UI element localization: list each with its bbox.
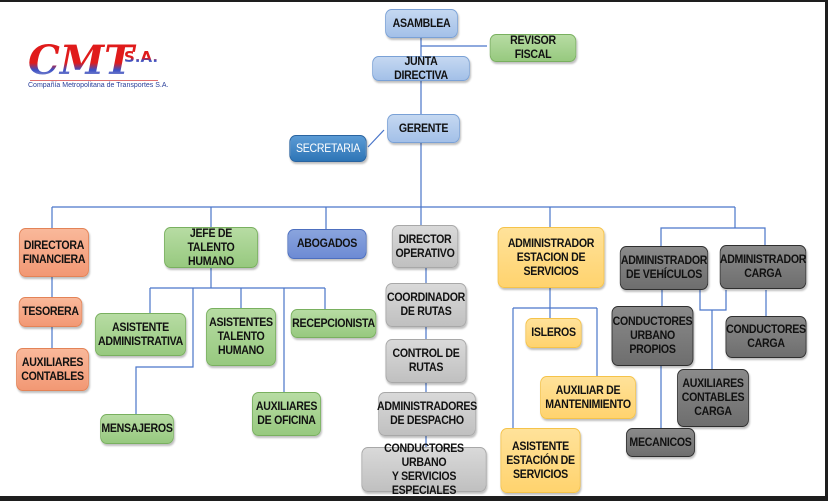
node-secretaria[interactable]: SECRETARIA [289,135,367,162]
frame-right-border [825,0,828,501]
logo-underline [30,80,158,81]
node-isleros[interactable]: ISLEROS [525,318,582,348]
frame-bottom-border [0,496,828,501]
node-auxiliares-oficina[interactable]: AUXILIARES DE OFICINA [252,392,321,436]
node-mensajeros[interactable]: MENSAJEROS [100,414,174,444]
node-directora-financiera[interactable]: DIRECTORA FINANCIERA [19,228,89,277]
node-jefe-talento-humano[interactable]: JEFE DE TALENTO HUMANO [164,227,258,268]
node-control-rutas[interactable]: CONTROL DE RUTAS [385,339,467,383]
node-conductores-urbano-especiales[interactable]: CONDUCTORES URBANO Y SERVICIOS ESPECIALE… [361,443,487,497]
node-asistente-administrativa[interactable]: ASISTENTE ADMINISTRATIVA [94,313,187,356]
node-administrador-estacion[interactable]: ADMINISTRADOR ESTACION DE SERVICIOS [497,227,605,288]
node-mecanicos[interactable]: MECANICOS [626,428,695,457]
node-asistentes-talento-humano[interactable]: ASISTENTES TALENTO HUMANO [206,308,276,366]
node-auxiliares-contables-carga[interactable]: AUXILIARES CONTABLES CARGA [677,369,749,427]
connector-vehiculos-carga [660,227,766,246]
node-conductores-carga[interactable]: CONDUCTORES CARGA [725,316,807,358]
node-auxiliares-contables[interactable]: AUXILIARES CONTABLES [16,348,89,391]
node-director-operativo[interactable]: DIRECTOR OPERATIVO [391,225,459,268]
node-abogados[interactable]: ABOGADOS [287,229,367,259]
logo-suffix: S.A. [124,48,158,66]
connector-vehiculos-carga-join [699,290,727,311]
node-administrador-vehiculos[interactable]: ADMINISTRADOR DE VEHÍCULOS [619,246,709,290]
node-administrador-carga[interactable]: ADMINISTRADOR CARGA [719,245,806,289]
node-auxiliar-mantenimiento[interactable]: AUXILIAR DE MANTENIMIENTO [540,376,636,419]
connector-mensajeros [135,288,194,414]
node-tesorera[interactable]: TESORERA [18,297,83,327]
cmt-logo: CMT S.A. [28,37,158,84]
logo-tagline: Compañía Metropolitana de Transportes S.… [28,82,169,89]
frame-top-border [0,0,828,2]
node-administradores-despacho[interactable]: ADMINISTRADORES DE DESPACHO [377,392,477,436]
node-revisor-fiscal[interactable]: REVISOR FISCAL [489,34,577,62]
node-coordinador-rutas[interactable]: COORDINADOR DE RUTAS [385,283,467,327]
node-asistente-estacion[interactable]: ASISTENTE ESTACIÓN DE SERVICIOS [500,428,581,493]
node-asamblea[interactable]: ASAMBLEA [385,9,458,38]
node-conductores-urbano-propios[interactable]: CONDUCTORES URBANO PROPIOS [611,306,694,366]
connector-secretaria [367,129,385,148]
logo-brand: CMT [28,37,137,84]
node-junta-directiva[interactable]: JUNTA DIRECTIVA [372,56,470,82]
node-gerente[interactable]: GERENTE [387,114,460,143]
node-recepcionista[interactable]: RECEPCIONISTA [290,309,377,338]
